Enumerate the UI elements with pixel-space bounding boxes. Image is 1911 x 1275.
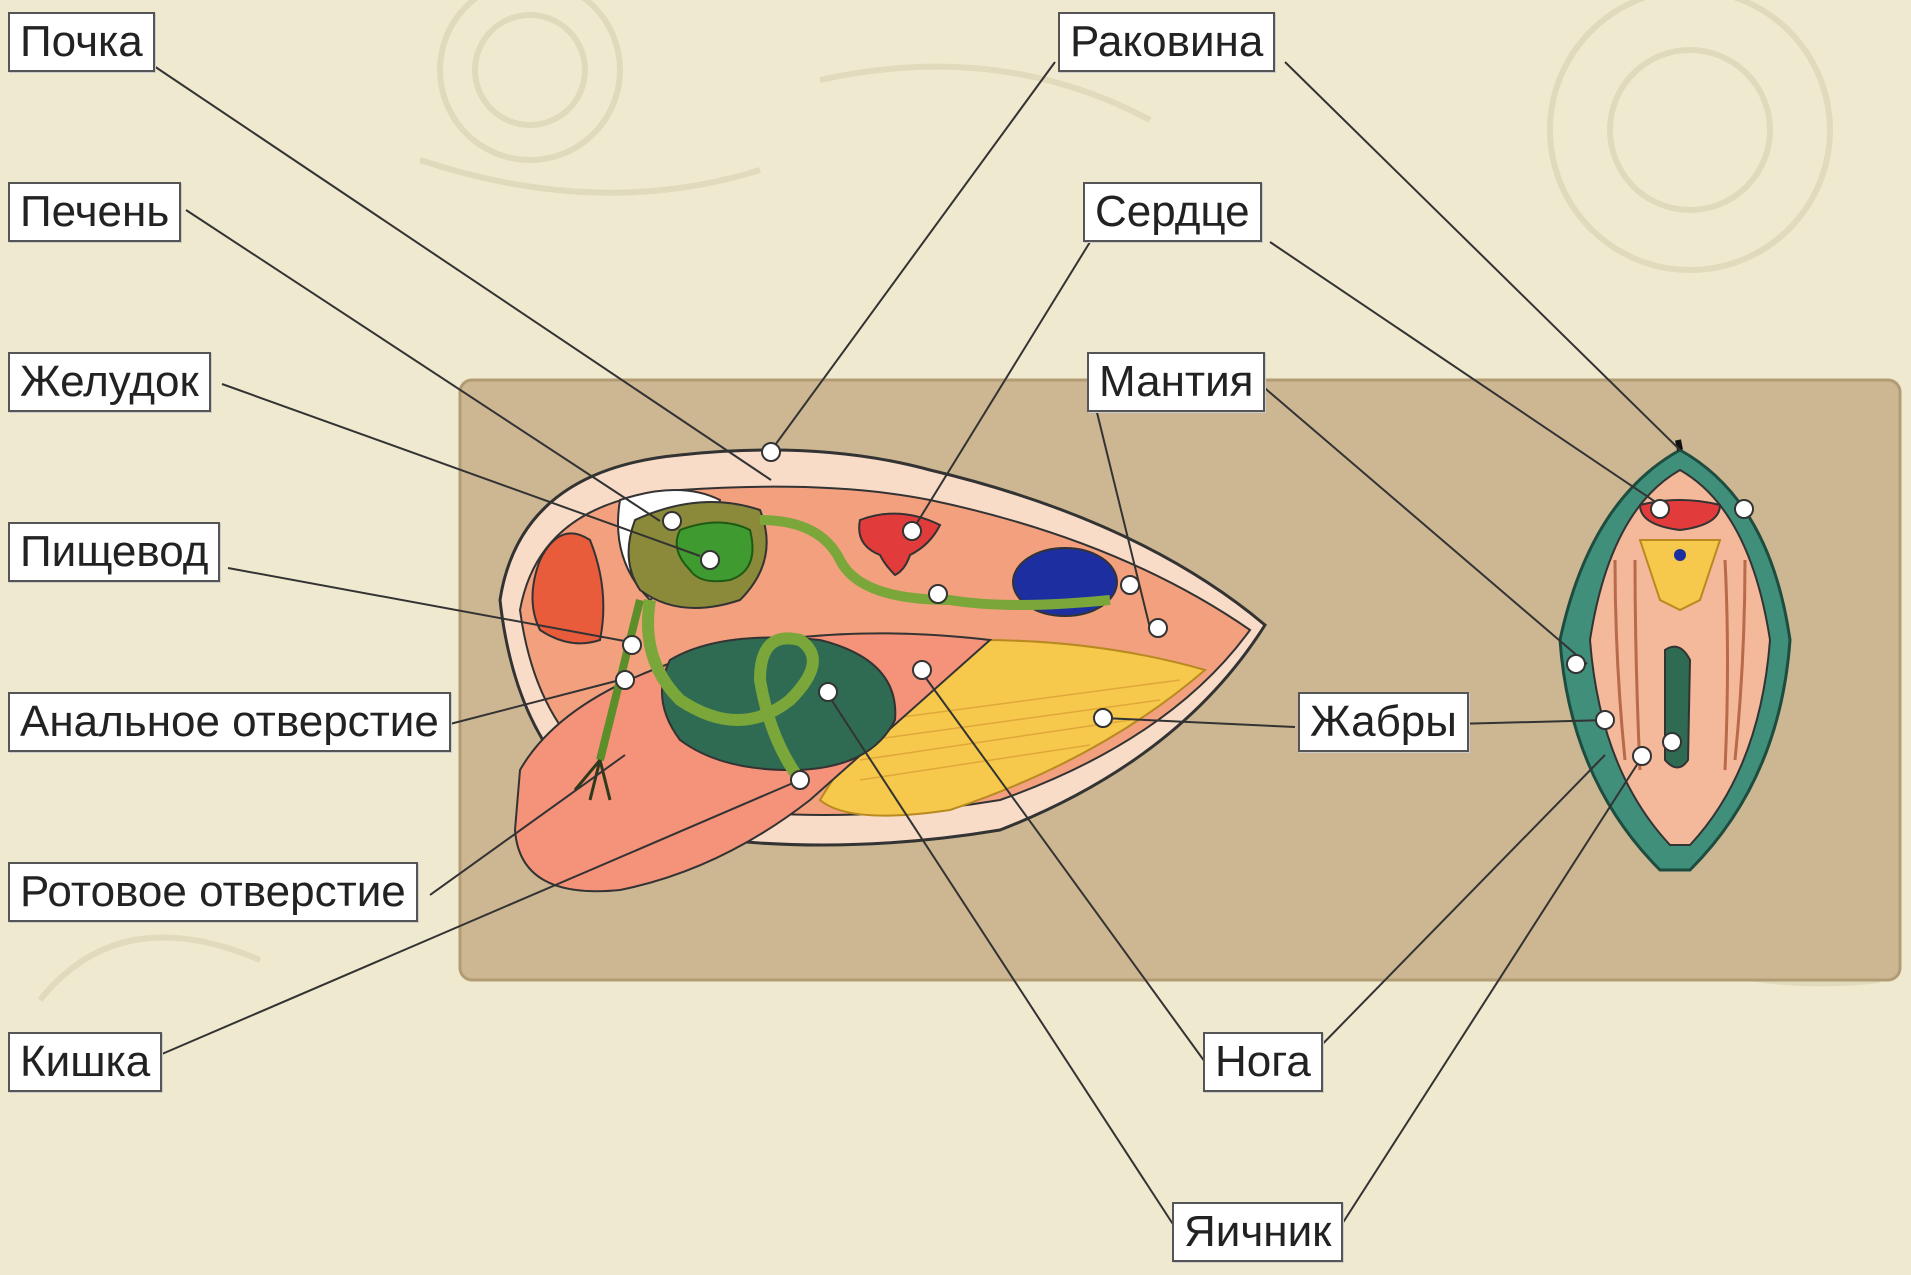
label-stomach: Желудок [8, 352, 211, 412]
label-liver: Печень [8, 182, 181, 242]
label-shell: Раковина [1058, 12, 1275, 72]
label-gills: Жабры [1298, 692, 1469, 752]
label-intestine: Кишка [8, 1032, 162, 1092]
label-mouth: Ротовое отверстие [8, 862, 418, 922]
label-kidney: Почка [8, 12, 155, 72]
label-esophagus: Пищевод [8, 522, 220, 582]
label-foot: Нога [1203, 1032, 1323, 1092]
label-anus: Анальное отверстие [8, 692, 451, 752]
label-ovary: Яичник [1172, 1202, 1343, 1262]
label-heart: Сердце [1083, 182, 1262, 242]
label-mantle: Мантия [1087, 352, 1265, 412]
